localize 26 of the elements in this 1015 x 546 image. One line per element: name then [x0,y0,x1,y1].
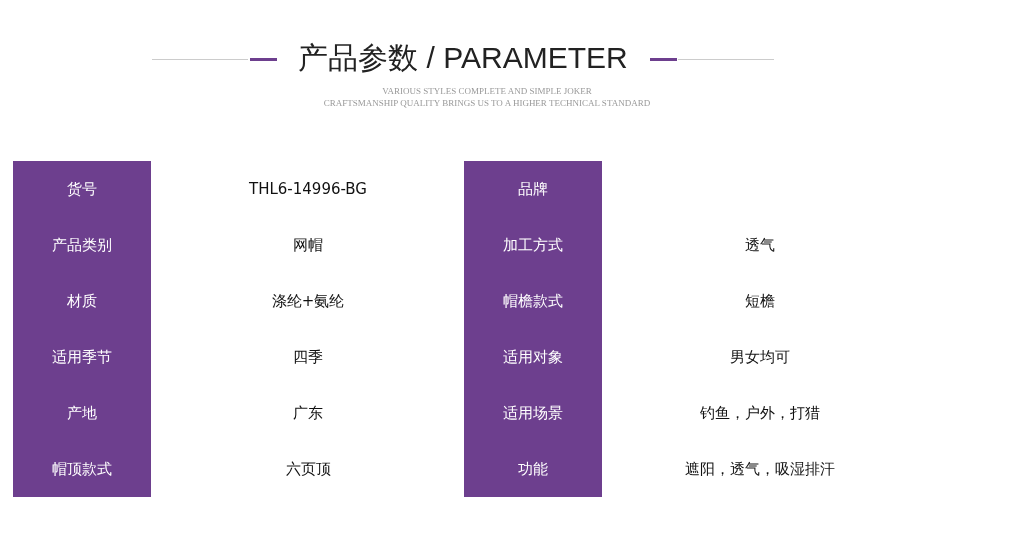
value-text: 钓鱼，户外，打猎 [700,403,820,424]
header-cell: 材质 [13,273,151,329]
value-text: 四季 [293,347,323,368]
header-cell: 适用场景 [464,385,602,441]
subtitle-text: CRAFTSMANSHIP QUALITY BRINGS US TO A HIGHER TECHNICAL STANDARD [323,98,651,108]
header-cell: 帽檐款式 [464,273,602,329]
value-text: 广东 [293,403,323,424]
subtitle-text: VARIOUS STYLES COMPLETE AND SIMPLE JOKER [382,86,592,96]
value-text: 涤纶+氨纶 [271,291,345,312]
header-cell: 功能 [464,441,602,497]
header-cell: 货号 [13,161,151,217]
header-cell: 产品类别 [13,217,151,273]
value-text: 六页顶 [285,459,331,480]
value-text: THL6-14996-BG [249,179,367,200]
header-cell: 产地 [13,385,151,441]
value-text: 遮阳，透气，吸湿排汗 [685,459,835,480]
header-cell: 适用季节 [13,329,151,385]
value-text: 透气 [745,235,775,256]
header-cell: 品牌 [464,161,602,217]
value-text: 网帽 [293,235,323,256]
header-cell: 加工方式 [464,217,602,273]
header-cell: 适用对象 [464,329,602,385]
value-text: 男女均可 [730,347,790,368]
title: 产品参数 / PARAMETER [298,40,628,76]
value-text: 短檐 [745,291,775,312]
header-cell: 帽顶款式 [13,441,151,497]
